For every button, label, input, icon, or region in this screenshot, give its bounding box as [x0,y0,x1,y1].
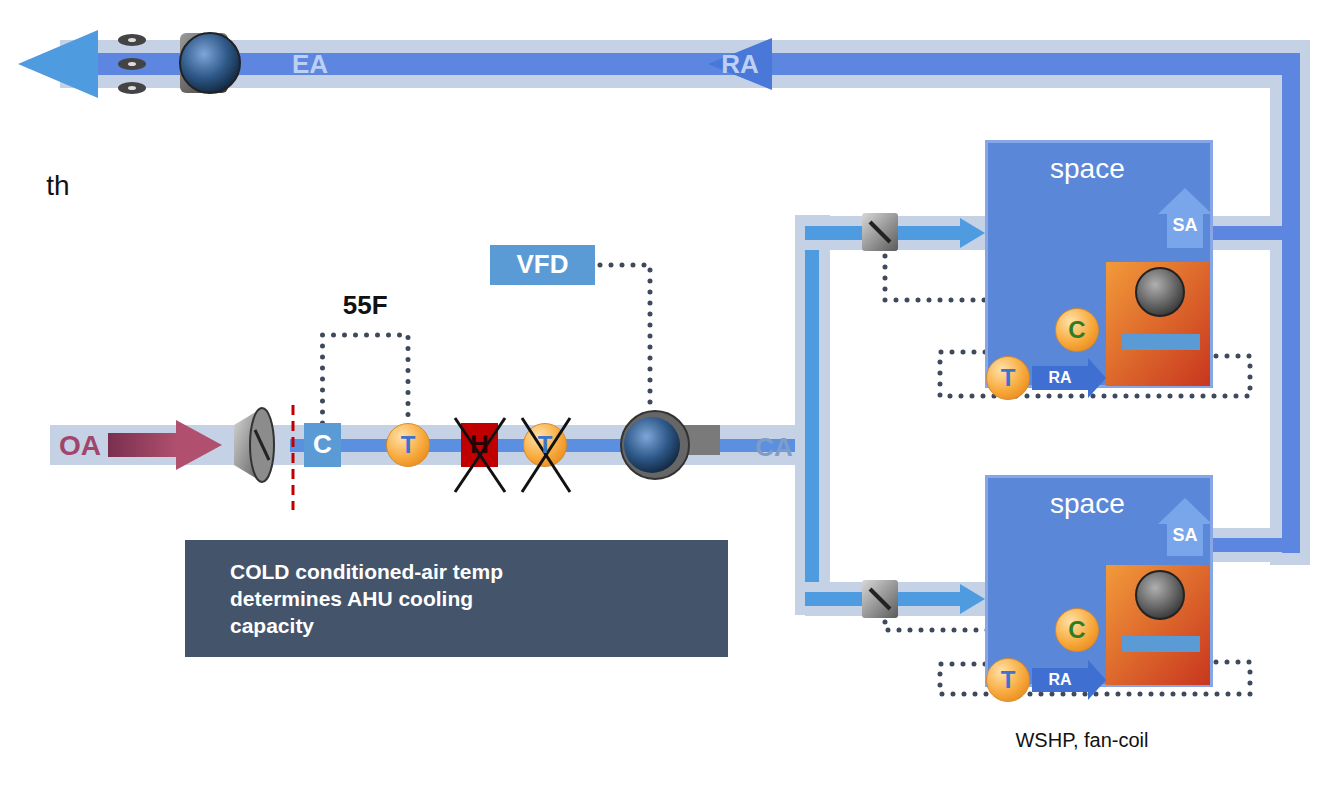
return-air-arrow [1032,660,1106,700]
callout-box: COLD conditioned-air temp determines AHU… [185,540,728,657]
supply-duct [805,225,819,605]
exhaust-damper [118,58,146,70]
outdoor-air-damper [234,408,274,482]
cooling-coil-box: C [304,423,341,467]
disabled-cross [455,418,570,492]
terminal-unit [1122,636,1200,652]
disabled-cross [522,418,570,492]
return-duct [1282,53,1300,553]
heating-coil-box: H [461,423,498,467]
return-duct [60,40,1310,88]
airflow-label: RA [1048,671,1071,689]
zone-damper [870,589,890,609]
zone-damper [862,213,898,618]
supply-duct [960,218,985,248]
terminal-unit [1136,571,1184,619]
duct-label: RA [721,50,759,79]
controller: C [1055,608,1099,652]
terminal-unit [1122,334,1200,350]
return-duct [708,38,772,90]
mixing-boundary [292,405,295,510]
node-text: T [401,431,416,459]
cut-off-text: th [46,171,69,202]
node-text: VFD [517,250,569,280]
node-text: T [538,431,553,459]
supply-air-arrow [1158,188,1212,556]
zone-damper [862,213,898,251]
node-text: space [1050,153,1125,185]
supply-air-arrow [1158,498,1212,556]
supply-duct [795,215,830,615]
supply-fan [621,411,689,479]
vfd-box: VFD [490,245,595,285]
zone-damper [862,580,898,618]
outdoor-air-arrow [108,433,178,457]
outdoor-air-damper [255,430,269,460]
exhaust-fan [180,33,240,93]
return-duct [95,53,1300,75]
exhaust-damper [118,82,146,94]
return-duct [1212,538,1292,552]
airflow-label: RA [1048,369,1071,387]
terminal-unit [1106,262,1210,685]
controller: C [1055,308,1099,352]
return-duct [1212,226,1292,240]
duct-label: OA [59,431,101,462]
airflow-label: SA [1172,526,1197,546]
space-box: spaceCT [985,140,1213,388]
duct-label: EA [292,50,328,79]
return-duct [1270,40,1310,565]
duct-label: CA [755,433,793,462]
thermostat: T [986,658,1030,702]
exhaust-damper [118,34,146,46]
node-text: space [1050,488,1125,520]
airflow-label: SA [1172,216,1197,236]
outdoor-air-damper [250,408,274,482]
supply-duct [960,584,985,614]
outdoor-air-arrow [176,420,222,470]
node-text: T [1001,666,1016,694]
exhaust-damper [128,86,136,90]
exhaust-fan [180,33,240,93]
equipment-note: WSHP, fan-coil [1015,729,1148,751]
temperature-sensor: T [386,423,430,467]
exhaust-damper [128,38,136,42]
thermostat: T [986,356,1030,400]
terminal-unit [1136,268,1184,316]
return-air-arrow [1032,358,1106,700]
node-text: T [1001,364,1016,392]
exhaust-damper [128,62,136,66]
node-text: C [1068,616,1085,644]
disabled-cross [455,418,505,492]
zone-damper [870,222,890,242]
return-air-arrow [1032,358,1106,398]
supply-fan [621,411,720,479]
control-wire [600,265,650,408]
space-box: spaceCT [985,475,1213,687]
terminal-unit [1106,262,1210,386]
supply-air-arrow [1158,188,1212,248]
return-duct [18,30,98,98]
node-text: COLD conditioned-air temp determines AHU… [230,558,550,640]
outdoor-air-arrow [108,420,222,470]
disabled-cross [455,418,505,492]
temperature-sensor: T [523,423,567,467]
supply-fan [624,417,680,473]
node-text: H [470,430,489,460]
node-text: C [313,430,332,460]
node-text: C [1068,316,1085,344]
terminal-unit [1106,565,1210,685]
control-signal-line [323,335,409,423]
setpoint-label: 55F [343,291,388,320]
exhaust-damper [118,34,146,94]
disabled-cross [522,418,570,492]
